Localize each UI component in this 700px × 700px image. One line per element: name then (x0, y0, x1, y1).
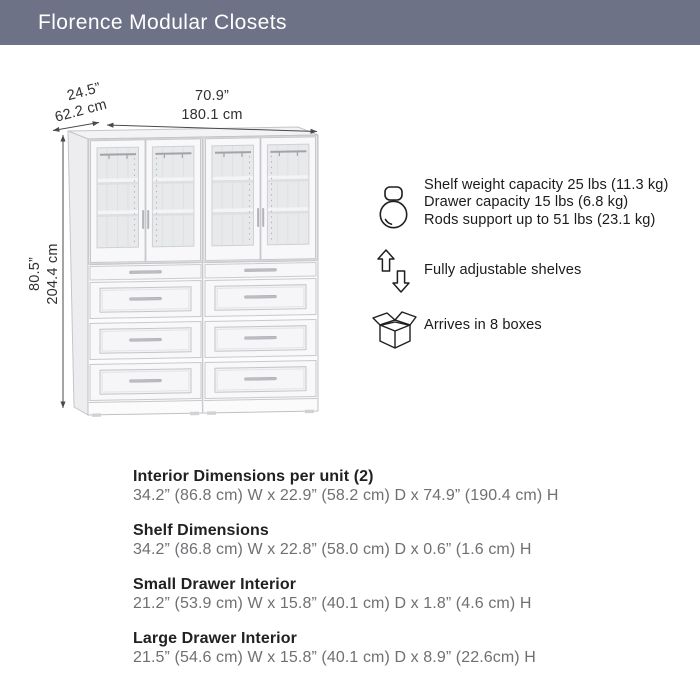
spec-small-drawer-interior: Small Drawer Interior 21.2” (53.9 cm) W … (133, 575, 593, 613)
adjustable-shelves-arrows-icon (377, 249, 410, 293)
spec-value: 34.2” (86.8 cm) W x 22.9” (58.2 cm) D x … (133, 487, 559, 504)
spec-shelf-dimensions: Shelf Dimensions 34.2” (86.8 cm) W x 22.… (133, 521, 593, 559)
spec-large-drawer-interior: Large Drawer Interior 21.5” (54.6 cm) W … (133, 629, 593, 667)
weight-capacity-text: Shelf weight capacity 25 lbs (11.3 kg) D… (424, 177, 668, 229)
wardrobe-illustration (67, 126, 319, 418)
feature-line: Arrives in 8 boxes (424, 317, 542, 333)
spec-title: Small Drawer Interior (133, 576, 297, 593)
width-dimension: 70.9” 180.1 cm (106, 88, 318, 134)
wardrobe-dimension-diagram: 24.5” 62.2 cm 70.9” 180.1 cm 80.5” 204.4… (27, 80, 319, 418)
height-cm-label: 204.4 cm (45, 243, 61, 304)
feature-line: Shelf weight capacity 25 lbs (11.3 kg) (424, 177, 669, 193)
depth-dimension: 24.5” 62.2 cm (52, 80, 109, 132)
height-inches-label: 80.5” (27, 257, 43, 291)
feature-line: Fully adjustable shelves (424, 262, 582, 278)
open-box-icon (372, 311, 417, 349)
arrives-in-boxes-text: Arrives in 8 boxes (424, 317, 542, 334)
spec-interior-dimensions: Interior Dimensions per unit (2) 34.2” (… (133, 467, 593, 505)
page-title: Florence Modular Closets (38, 10, 287, 34)
adjustable-shelves-text: Fully adjustable shelves (424, 262, 581, 279)
spec-title: Large Drawer Interior (133, 630, 297, 647)
spec-title: Interior Dimensions per unit (2) (133, 468, 374, 485)
spec-value: 34.2” (86.8 cm) W x 22.8” (58.0 cm) D x … (133, 541, 532, 558)
feature-line: Rods support up to 51 lbs (23.1 kg) (424, 211, 656, 228)
kettlebell-icon (379, 186, 408, 229)
header-bar: Florence Modular Closets (0, 0, 700, 45)
width-cm-label: 180.1 cm (181, 107, 242, 123)
spec-list: Interior Dimensions per unit (2) 34.2” (… (133, 467, 593, 683)
spec-value: 21.5” (54.6 cm) W x 15.8” (40.1 cm) D x … (133, 649, 536, 666)
height-dimension: 80.5” 204.4 cm (27, 134, 66, 409)
spec-value: 21.2” (53.9 cm) W x 15.8” (40.1 cm) D x … (133, 595, 532, 612)
feature-line: Drawer capacity 15 lbs (6.8 kg) (424, 194, 629, 211)
spec-title: Shelf Dimensions (133, 522, 269, 539)
width-inches-label: 70.9” (195, 88, 229, 104)
